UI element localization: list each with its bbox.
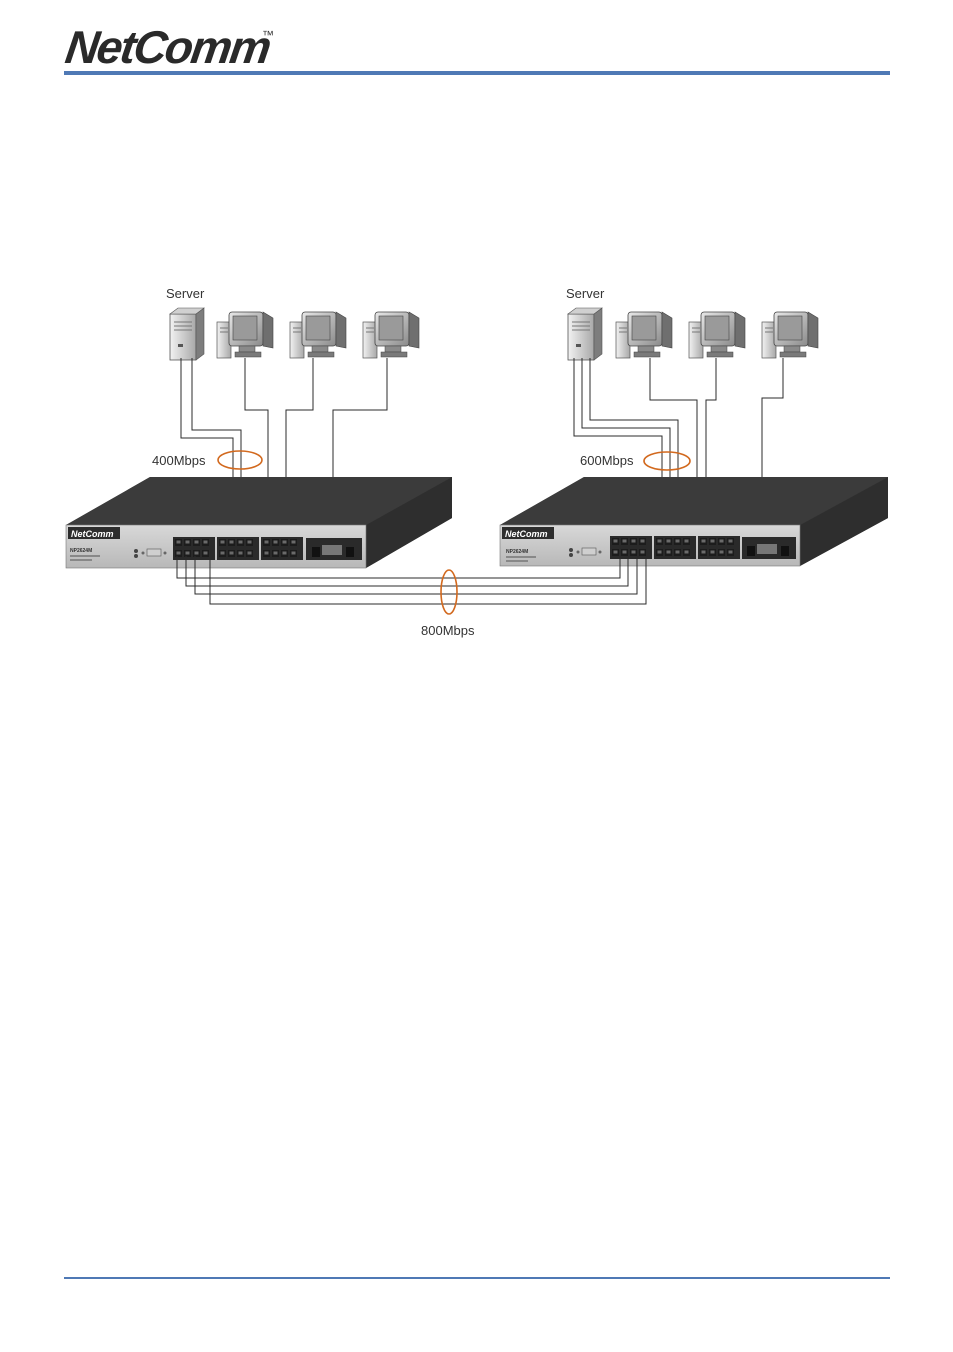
left-trunk-ellipse (218, 451, 262, 469)
footer-rule (64, 1277, 890, 1279)
left-server-icon (170, 308, 204, 360)
right-trunk-ellipse (644, 452, 690, 470)
right-workstation-3-icon (762, 312, 818, 358)
left-trunk-label: 400Mbps (152, 453, 206, 468)
left-workstation-3-icon (363, 312, 419, 358)
right-server-label: Server (566, 286, 605, 301)
right-server-icon (568, 308, 602, 360)
interswitch-ellipse (441, 570, 457, 614)
left-workstation-2-icon (290, 312, 346, 358)
right-workstation-2-icon (689, 312, 745, 358)
left-switch-brand: NetComm (71, 529, 114, 539)
left-network-group: Server 400Mbps NetComm NP2624M (66, 286, 452, 568)
interswitch-label: 800Mbps (421, 623, 475, 638)
right-switch: NetComm NP2624M (500, 477, 888, 566)
right-trunk-label: 600Mbps (580, 453, 634, 468)
right-switch-model: NP2624M (506, 549, 528, 555)
left-server-label: Server (166, 286, 205, 301)
left-switch-model: NP2624M (70, 548, 92, 554)
left-workstation-1-icon (217, 312, 273, 358)
right-switch-brand: NetComm (505, 529, 548, 539)
left-switch: NetComm NP2624M (66, 477, 452, 568)
right-workstation-1-icon (616, 312, 672, 358)
right-network-group: Server 600Mbps NetComm NP2624M (500, 286, 888, 566)
